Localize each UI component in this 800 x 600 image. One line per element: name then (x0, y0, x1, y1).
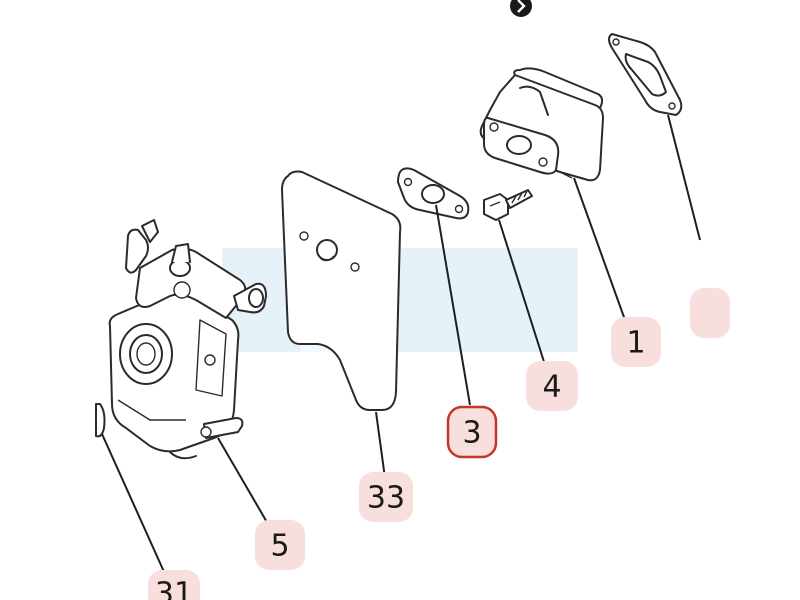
leader-lines (101, 177, 626, 575)
part-33-plate (281, 170, 402, 411)
part-gasket-top-right (608, 33, 683, 116)
callout-31[interactable]: 31 (148, 570, 200, 600)
callout-3[interactable]: 3 (446, 405, 498, 459)
callout-right-edge (690, 288, 730, 338)
part-1-manifold (479, 67, 604, 182)
chevron-right-circle-icon[interactable] (510, 0, 532, 17)
callout-3-label: 3 (462, 416, 481, 451)
callout-1[interactable]: 1 (611, 317, 661, 367)
callout-1-label: 1 (626, 326, 645, 361)
callout-5-label: 5 (270, 529, 289, 564)
part-3-gasket (397, 167, 470, 220)
callout-4[interactable]: 4 (526, 361, 578, 411)
callout-31-label: 31 (155, 577, 193, 600)
callout-4-label: 4 (542, 370, 561, 405)
callout-33[interactable]: 33 (359, 472, 413, 522)
callout-5[interactable]: 5 (255, 520, 305, 570)
callout-33-label: 33 (367, 481, 405, 516)
part-5-carburetor (108, 219, 267, 460)
part-31-edge (95, 403, 106, 438)
part-4-bolt (483, 189, 533, 221)
